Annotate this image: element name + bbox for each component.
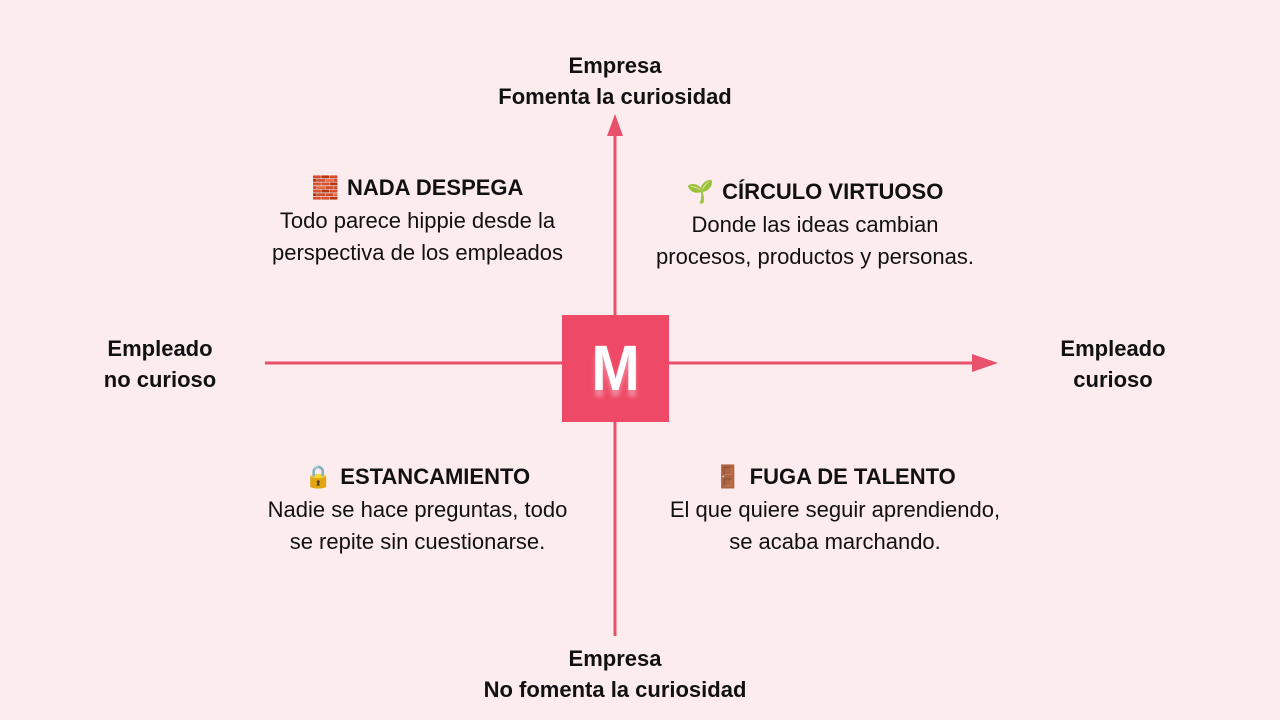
quadrant-top-right-title: 🌱 CÍRCULO VIRTUOSO [625,176,1005,209]
quadrant-top-left-line1: Todo parece hippie desde la [279,208,556,233]
horizontal-axis-arrow-icon [972,354,998,372]
axis-label-left: Empleado no curioso [60,333,260,395]
logo: M [562,315,669,422]
axis-label-top-line1: Empresa [568,53,662,78]
quadrant-top-right: 🌱 CÍRCULO VIRTUOSO Donde las ideas cambia… [625,176,1005,273]
quadrant-bottom-right-title: 🚪 FUGA DE TALENTO [625,461,1045,494]
quadrant-top-right-line1: Donde las ideas cambian [691,212,939,237]
logo-letter: M [591,332,640,404]
quadrant-top-left-title-text: NADA DESPEGA [346,175,524,200]
axis-label-bottom: Empresa No fomenta la curiosidad [440,643,790,705]
axis-label-bottom-line2: No fomenta la curiosidad [483,677,747,702]
quadrant-bottom-right: 🚪 FUGA DE TALENTO El que quiere seguir ap… [625,461,1045,558]
quadrant-bottom-right-line2: se acaba marchando. [729,529,941,554]
quadrant-bottom-left-line1: Nadie se hace preguntas, todo [267,497,568,522]
quadrant-bottom-left: 🔒 ESTANCAMIENTO Nadie se hace preguntas, … [230,461,605,558]
quadrant-bottom-right-title-text: FUGA DE TALENTO [749,464,956,489]
quadrant-top-right-line2: procesos, productos y personas. [656,244,974,269]
quadrant-bottom-left-title-text: ESTANCAMIENTO [340,464,531,489]
axis-label-top-line2: Fomenta la curiosidad [498,84,732,109]
quadrant-bottom-left-line2: se repite sin cuestionarse. [289,529,546,554]
door-icon: 🚪 [714,465,742,490]
axis-label-top: Empresa Fomenta la curiosidad [440,50,790,112]
quadrant-bottom-left-title: 🔒 ESTANCAMIENTO [230,461,605,494]
axis-label-left-line1: Empleado [107,336,213,361]
quadrant-bottom-right-line1: El que quiere seguir aprendiendo, [669,497,1001,522]
quadrant-top-left-title: 🧱 NADA DESPEGA [230,172,605,205]
axis-label-left-line2: no curioso [103,367,217,392]
axis-label-right-line1: Empleado [1060,336,1166,361]
vertical-axis-arrow-icon [607,114,623,136]
quadrant-top-left: 🧱 NADA DESPEGA Todo parece hippie desde l… [230,172,605,269]
brick-icon: 🧱 [311,176,339,201]
axis-label-bottom-line1: Empresa [568,646,662,671]
seedling-icon: 🌱 [686,180,715,205]
axis-label-right-line2: curioso [1073,367,1153,392]
quadrant-top-right-title-text: CÍRCULO VIRTUOSO [722,179,944,204]
axis-label-right: Empleado curioso [1013,333,1213,395]
quadrant-top-left-line2: perspectiva de los empleados [271,240,564,265]
lock-icon: 🔒 [304,465,333,490]
